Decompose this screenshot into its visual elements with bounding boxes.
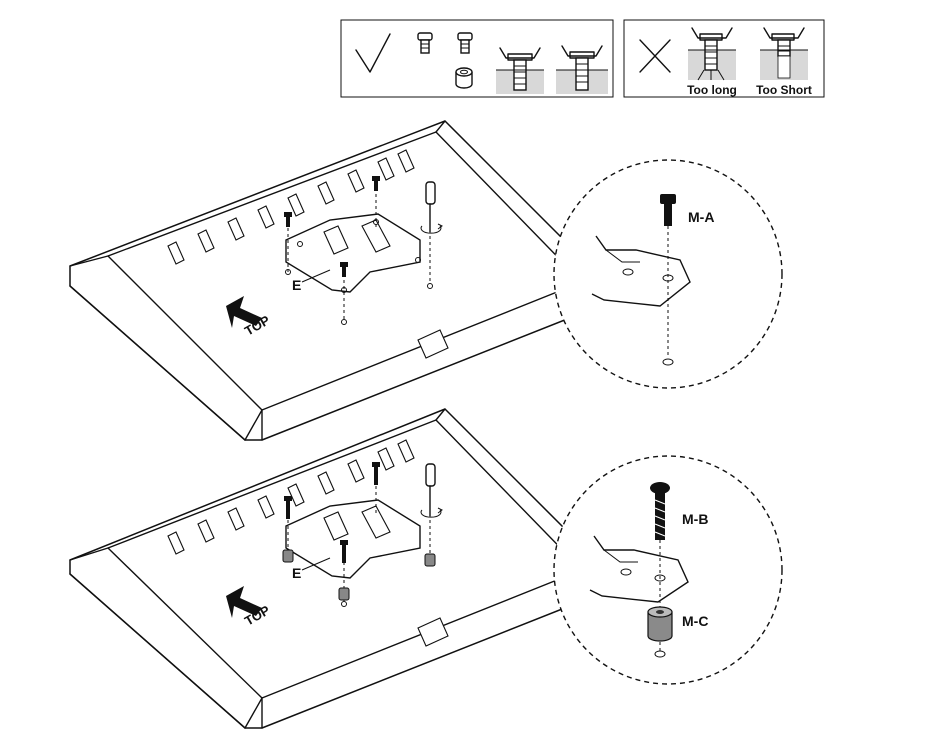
vesa-plate-e [285, 499, 421, 579]
vent-slots [167, 439, 415, 555]
legend-wrong-panel: Too long Too Short [623, 19, 825, 98]
too-long-fit-icon [688, 27, 736, 81]
too-long-label: Too long [687, 83, 737, 97]
screw-m-a-icon [372, 176, 380, 191]
spacer-m-c-icon [647, 606, 673, 642]
screw-m-a-icon [340, 262, 348, 277]
screw-m-b-icon [650, 482, 670, 540]
correct-fit-icon [496, 47, 544, 94]
screw-m-b-icon [284, 496, 292, 519]
top-arrow-icon [226, 296, 262, 328]
m-b-label: M-B [682, 511, 708, 527]
spacer-m-c-icon [424, 553, 436, 567]
screw-m-b-icon [340, 540, 348, 563]
screwdriver-icon [420, 181, 443, 234]
too-short-label: Too Short [756, 83, 812, 97]
plate-e-label: E [292, 277, 301, 293]
m-c-label: M-C [682, 613, 708, 629]
screw-m-a-icon [284, 212, 292, 227]
step1-monitor: TOP E [69, 120, 601, 441]
short-screw-icon [417, 32, 433, 54]
correct-fit-icon-2 [556, 45, 608, 94]
screw-m-a-icon [660, 194, 676, 226]
m-a-label: M-A [688, 209, 714, 225]
check-mark-icon [355, 33, 391, 73]
spacer-icon [455, 67, 473, 89]
vent-slots [167, 149, 415, 265]
spacer-m-c-icon [338, 587, 350, 601]
top-arrow-icon [226, 586, 262, 618]
screwdriver-icon [420, 463, 443, 518]
spacer-m-c-icon [282, 549, 294, 563]
step2-monitor: TOP E [69, 408, 601, 729]
step1-callout: M-A [553, 159, 783, 389]
plate-e-label: E [292, 565, 301, 581]
legend-correct-panel [340, 19, 614, 98]
screw-m-b-icon [372, 462, 380, 485]
too-short-fit-icon [760, 27, 808, 80]
long-screw-icon [457, 32, 473, 54]
cross-mark-icon [639, 39, 671, 73]
step2-callout: M-B M-C [553, 455, 783, 685]
